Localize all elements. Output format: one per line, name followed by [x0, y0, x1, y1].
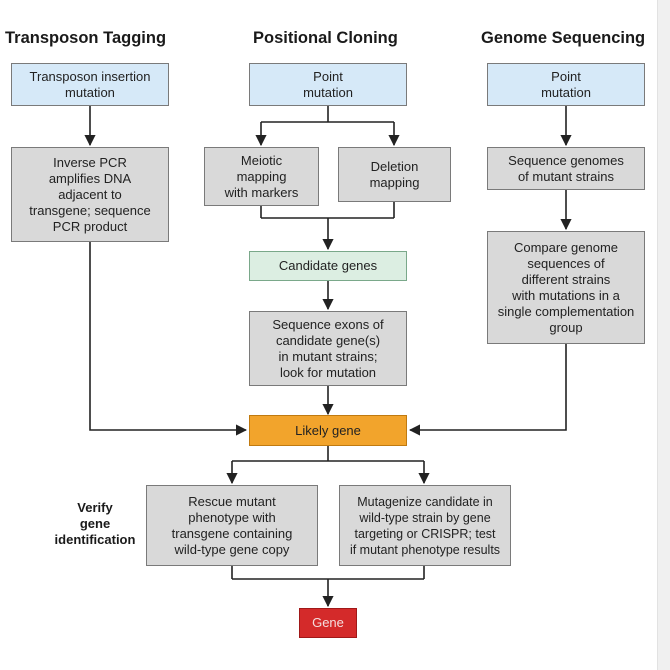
box-point-mutation-genome: Point mutation — [487, 63, 645, 106]
box-rescue-mutant: Rescue mutant phenotype with transgene c… — [146, 485, 318, 566]
box-compare-genome: Compare genome sequences of different st… — [487, 231, 645, 344]
box-sequence-exons: Sequence exons of candidate gene(s) in m… — [249, 311, 407, 386]
box-transposon-insertion: Transposon insertion mutation — [11, 63, 169, 106]
arrow-inverse-pcr-to-likely-gene — [89, 242, 248, 436]
box-meiotic-mapping: Meiotic mapping with markers — [204, 147, 319, 206]
heading-genome-sequencing: Genome Sequencing — [481, 29, 646, 47]
box-gene: Gene — [299, 608, 357, 638]
arrow-compare-to-likely-gene — [408, 344, 567, 436]
heading-transposon-tagging: Transposon Tagging — [5, 29, 167, 47]
label-verify-gene-identification: Verify gene identification — [54, 500, 136, 547]
box-likely-gene: Likely gene — [249, 415, 407, 446]
box-candidate-genes: Candidate genes — [249, 251, 407, 281]
box-deletion-mapping: Deletion mapping — [338, 147, 451, 202]
scrollbar-track — [657, 0, 670, 670]
box-inverse-pcr: Inverse PCR amplifies DNA adjacent to tr… — [11, 147, 169, 242]
box-mutagenize-candidate: Mutagenize candidate in wild-type strain… — [339, 485, 511, 566]
box-sequence-genomes: Sequence genomes of mutant strains — [487, 147, 645, 190]
heading-positional-cloning: Positional Cloning — [253, 29, 398, 47]
box-point-mutation-positional: Point mutation — [249, 63, 407, 106]
